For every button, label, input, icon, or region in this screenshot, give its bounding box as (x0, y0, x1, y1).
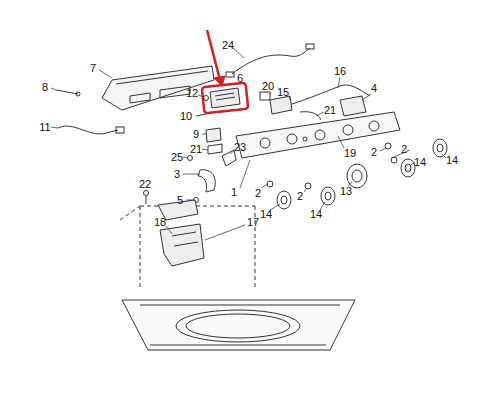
callout-number: 12 (186, 87, 198, 99)
callout-number: 2 (401, 143, 407, 155)
callout-number: 16 (334, 65, 346, 77)
callout-number: 2 (371, 146, 377, 158)
callout-number: 2 (297, 190, 303, 202)
callout-number: 22 (139, 178, 151, 190)
callout-number: 14 (446, 154, 458, 166)
callout-number: 1 (231, 186, 237, 198)
callout-number: 8 (42, 81, 48, 93)
callout-number: 10 (180, 110, 192, 122)
callout-number: 21 (190, 143, 202, 155)
callout-number: 3 (174, 168, 180, 180)
callout-number: 17 (247, 216, 259, 228)
callout-number: 4 (371, 82, 377, 94)
callout-number: 11 (39, 121, 50, 133)
callout-number: 14 (310, 208, 322, 220)
callout-number: 13 (340, 185, 352, 197)
callout-number: 6 (237, 72, 243, 84)
callout-number: 7 (90, 62, 96, 74)
callout-number: 18 (154, 216, 166, 228)
callout-number: 20 (262, 80, 274, 92)
callout-number: 9 (193, 128, 199, 140)
callout-number: 2 (255, 187, 261, 199)
callout-number: 21 (324, 104, 336, 116)
callout-number: 23 (234, 141, 246, 153)
callout-number: 19 (344, 147, 356, 159)
callout-number: 15 (277, 86, 289, 98)
callout-number: 14 (260, 208, 272, 220)
callout-number: 24 (222, 39, 234, 51)
callout-number: 25 (171, 151, 183, 163)
callout-number: 5 (177, 194, 183, 206)
callout-number: 14 (414, 156, 426, 168)
